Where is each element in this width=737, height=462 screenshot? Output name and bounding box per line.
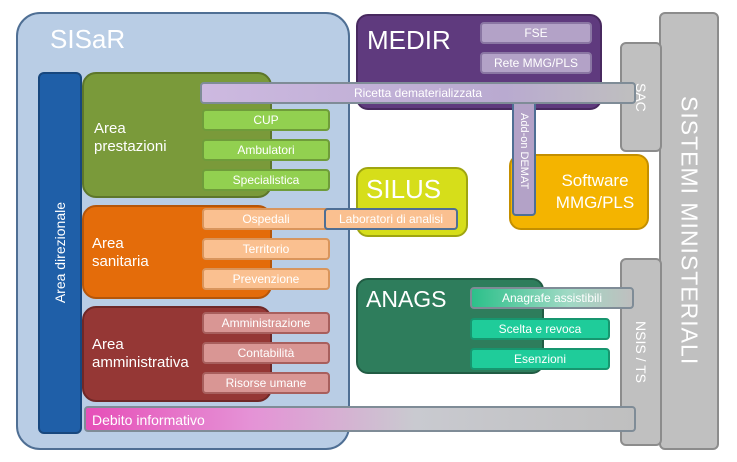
ambulatori-box: Ambulatori (202, 139, 330, 161)
debito-informativo-bar (84, 406, 636, 432)
medir-title: MEDIR (367, 25, 451, 55)
laboratori-box-overlay: Laboratori di analisi (324, 208, 458, 230)
nsis-ts-label: NSIS / TS (633, 321, 649, 383)
rete-mmg-pls-box: Rete MMG/PLS (480, 52, 592, 74)
sistemi-ministeriali-label: SISTEMI MINISTERIALI (676, 96, 703, 366)
anagrafe-assistibili-box: Anagrafe assistibili (470, 287, 634, 309)
amministrazione-box: Amministrazione (202, 312, 330, 334)
specialistica-box: Specialistica (202, 169, 330, 191)
area-sanitaria-title: Area sanitaria (92, 235, 149, 270)
risorse-umane-box: Risorse umane (202, 372, 330, 394)
sac-label: SAC (633, 82, 649, 112)
sisar-title: SISaR (50, 24, 126, 54)
area-amministrativa-title: Area amministrativa (92, 336, 189, 371)
addon-demat-label: Add-on DEMAT (518, 112, 530, 190)
addon-demat-box: Add-on DEMAT (512, 86, 536, 216)
territorio-box: Territorio (202, 238, 330, 260)
scelta-revoca-box: Scelta e revoca (470, 318, 610, 340)
silus-title: SILUS (366, 174, 442, 204)
debito-informativo-label: Debito informativo (92, 412, 205, 428)
fse-box: FSE (480, 22, 592, 44)
sistemi-ministeriali-box: SISTEMI MINISTERIALI (659, 12, 719, 450)
ricetta-dematerializzata-bar: Ricetta dematerializzata (200, 82, 636, 104)
contabilita-box: Contabilità (202, 342, 330, 364)
cup-box: CUP (202, 109, 330, 131)
ospedali-box: Ospedali (202, 208, 330, 230)
prevenzione-box: Prevenzione (202, 268, 330, 290)
area-prestazioni-title: Area prestazioni (94, 120, 167, 155)
esenzioni-box: Esenzioni (470, 348, 610, 370)
area-direzionale-label: Area direzionale (52, 202, 68, 304)
software-mmg-pls-title: Software MMG/PLS (555, 171, 635, 212)
area-direzionale-box: Area direzionale (38, 72, 82, 434)
anags-title: ANAGS (366, 286, 447, 312)
